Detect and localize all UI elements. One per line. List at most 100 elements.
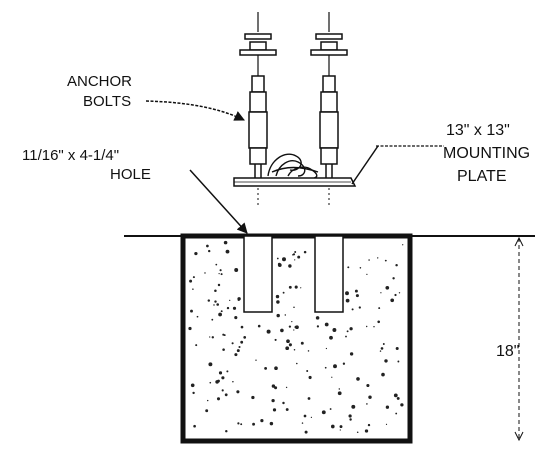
aggregate-speck xyxy=(300,341,304,345)
aggregate-speck xyxy=(190,383,195,388)
aggregate-speck xyxy=(195,344,198,347)
aggregate-speck xyxy=(349,352,354,356)
aggregate-speck xyxy=(232,306,237,310)
aggregate-speck xyxy=(331,376,333,378)
aggregate-speck xyxy=(304,430,308,434)
aggregate-speck xyxy=(285,346,290,351)
hole-label-line2: HOLE xyxy=(110,166,151,183)
aggregate-speck xyxy=(384,359,388,363)
aggregate-speck xyxy=(366,383,370,388)
aggregate-speck xyxy=(366,403,368,405)
aggregate-speck xyxy=(378,307,381,310)
coiled-wire xyxy=(267,153,319,179)
aggregate-speck xyxy=(224,393,228,397)
aggregate-speck xyxy=(348,414,352,418)
aggregate-speck xyxy=(385,285,390,290)
aggregate-speck xyxy=(226,306,230,310)
aggregate-speck xyxy=(345,335,347,338)
aggregate-speck xyxy=(368,395,372,399)
aggregate-speck xyxy=(395,263,398,267)
aggregate-speck xyxy=(282,257,286,262)
aggregate-speck xyxy=(275,294,280,299)
aggregate-speck xyxy=(208,362,213,367)
aggregate-speck xyxy=(365,325,368,328)
aggregate-speck xyxy=(294,325,298,329)
depth-dimension xyxy=(507,235,531,442)
aggregate-speck xyxy=(276,300,280,304)
aggregate-speck xyxy=(392,277,395,280)
aggregate-speck xyxy=(272,408,277,412)
aggregate-speck xyxy=(373,325,375,328)
aggregate-speck xyxy=(366,273,368,276)
bolt-centerlines xyxy=(257,188,330,206)
aggregate-speck xyxy=(380,347,384,350)
aggregate-speck xyxy=(338,388,341,390)
anchor-bolts-label-line2: BOLTS xyxy=(83,93,131,110)
aggregate-speck xyxy=(221,389,224,392)
aggregate-speck xyxy=(229,299,231,302)
hole-label-line1: 11/16" x 4-1/4" xyxy=(22,147,119,164)
aggregate-speck xyxy=(285,408,289,411)
aggregate-speck xyxy=(218,273,220,275)
aggregate-speck xyxy=(236,349,240,353)
aggregate-speck xyxy=(294,285,298,289)
plate-leader xyxy=(351,145,379,185)
aggregate-speck xyxy=(355,294,359,298)
aggregate-speck xyxy=(329,335,333,340)
anchor-bolts-leader xyxy=(145,100,245,121)
aggregate-speck xyxy=(303,250,307,254)
aggregate-speck xyxy=(285,386,288,389)
aggregate-speck xyxy=(231,342,234,345)
anchor-bolts-label-line1: ANCHOR xyxy=(67,73,132,90)
aggregate-speck xyxy=(216,303,220,306)
aggregate-speck xyxy=(209,336,211,338)
aggregate-speck xyxy=(296,362,298,365)
aggregate-speck xyxy=(288,285,292,289)
aggregate-speck xyxy=(260,419,264,423)
aggregate-speck xyxy=(333,364,337,369)
aggregate-speck xyxy=(255,359,257,361)
aggregate-speck xyxy=(282,401,285,405)
aggregate-speck xyxy=(286,339,290,344)
aggregate-speck xyxy=(240,325,244,329)
aggregate-speck xyxy=(349,418,352,421)
aggregate-speck xyxy=(329,408,332,410)
aggregate-speck xyxy=(316,325,320,328)
anchor-bolt-right xyxy=(310,12,348,178)
depth-label: 18" xyxy=(496,343,519,360)
aggregate-speck xyxy=(205,409,209,413)
aggregate-speck xyxy=(342,362,346,365)
aggregate-speck xyxy=(277,262,281,266)
aggregate-speck xyxy=(324,322,329,327)
aggregate-speck xyxy=(381,372,385,377)
aggregate-speck xyxy=(189,279,193,283)
aggregate-speck xyxy=(315,316,320,320)
aggregate-speck xyxy=(367,423,371,427)
aggregate-speck xyxy=(209,381,212,384)
aggregate-speck xyxy=(364,429,369,433)
aggregate-speck xyxy=(395,346,399,351)
aggregate-speck xyxy=(234,353,238,357)
aggregate-speck xyxy=(222,348,225,351)
concrete-aggregate xyxy=(188,240,404,434)
aggregate-speck xyxy=(207,399,209,402)
aggregate-speck xyxy=(217,283,221,287)
aggregate-speck xyxy=(213,304,215,306)
aggregate-speck xyxy=(308,375,312,380)
aggregate-speck xyxy=(347,266,350,269)
aggregate-speck xyxy=(214,289,217,292)
aggregate-speck xyxy=(220,273,223,276)
aggregate-speck xyxy=(207,299,211,302)
aggregate-speck xyxy=(330,424,335,429)
aggregate-speck xyxy=(188,326,192,331)
mounting-plate xyxy=(233,177,357,187)
aggregate-speck xyxy=(345,298,350,303)
aggregate-speck xyxy=(293,348,296,351)
aggregate-speck xyxy=(225,249,230,254)
aggregate-speck xyxy=(257,324,261,328)
aggregate-speck xyxy=(394,293,397,297)
aggregate-speck xyxy=(306,370,309,372)
aggregate-speck xyxy=(390,298,395,303)
aggregate-speck xyxy=(377,257,379,259)
aggregate-speck xyxy=(310,416,313,419)
